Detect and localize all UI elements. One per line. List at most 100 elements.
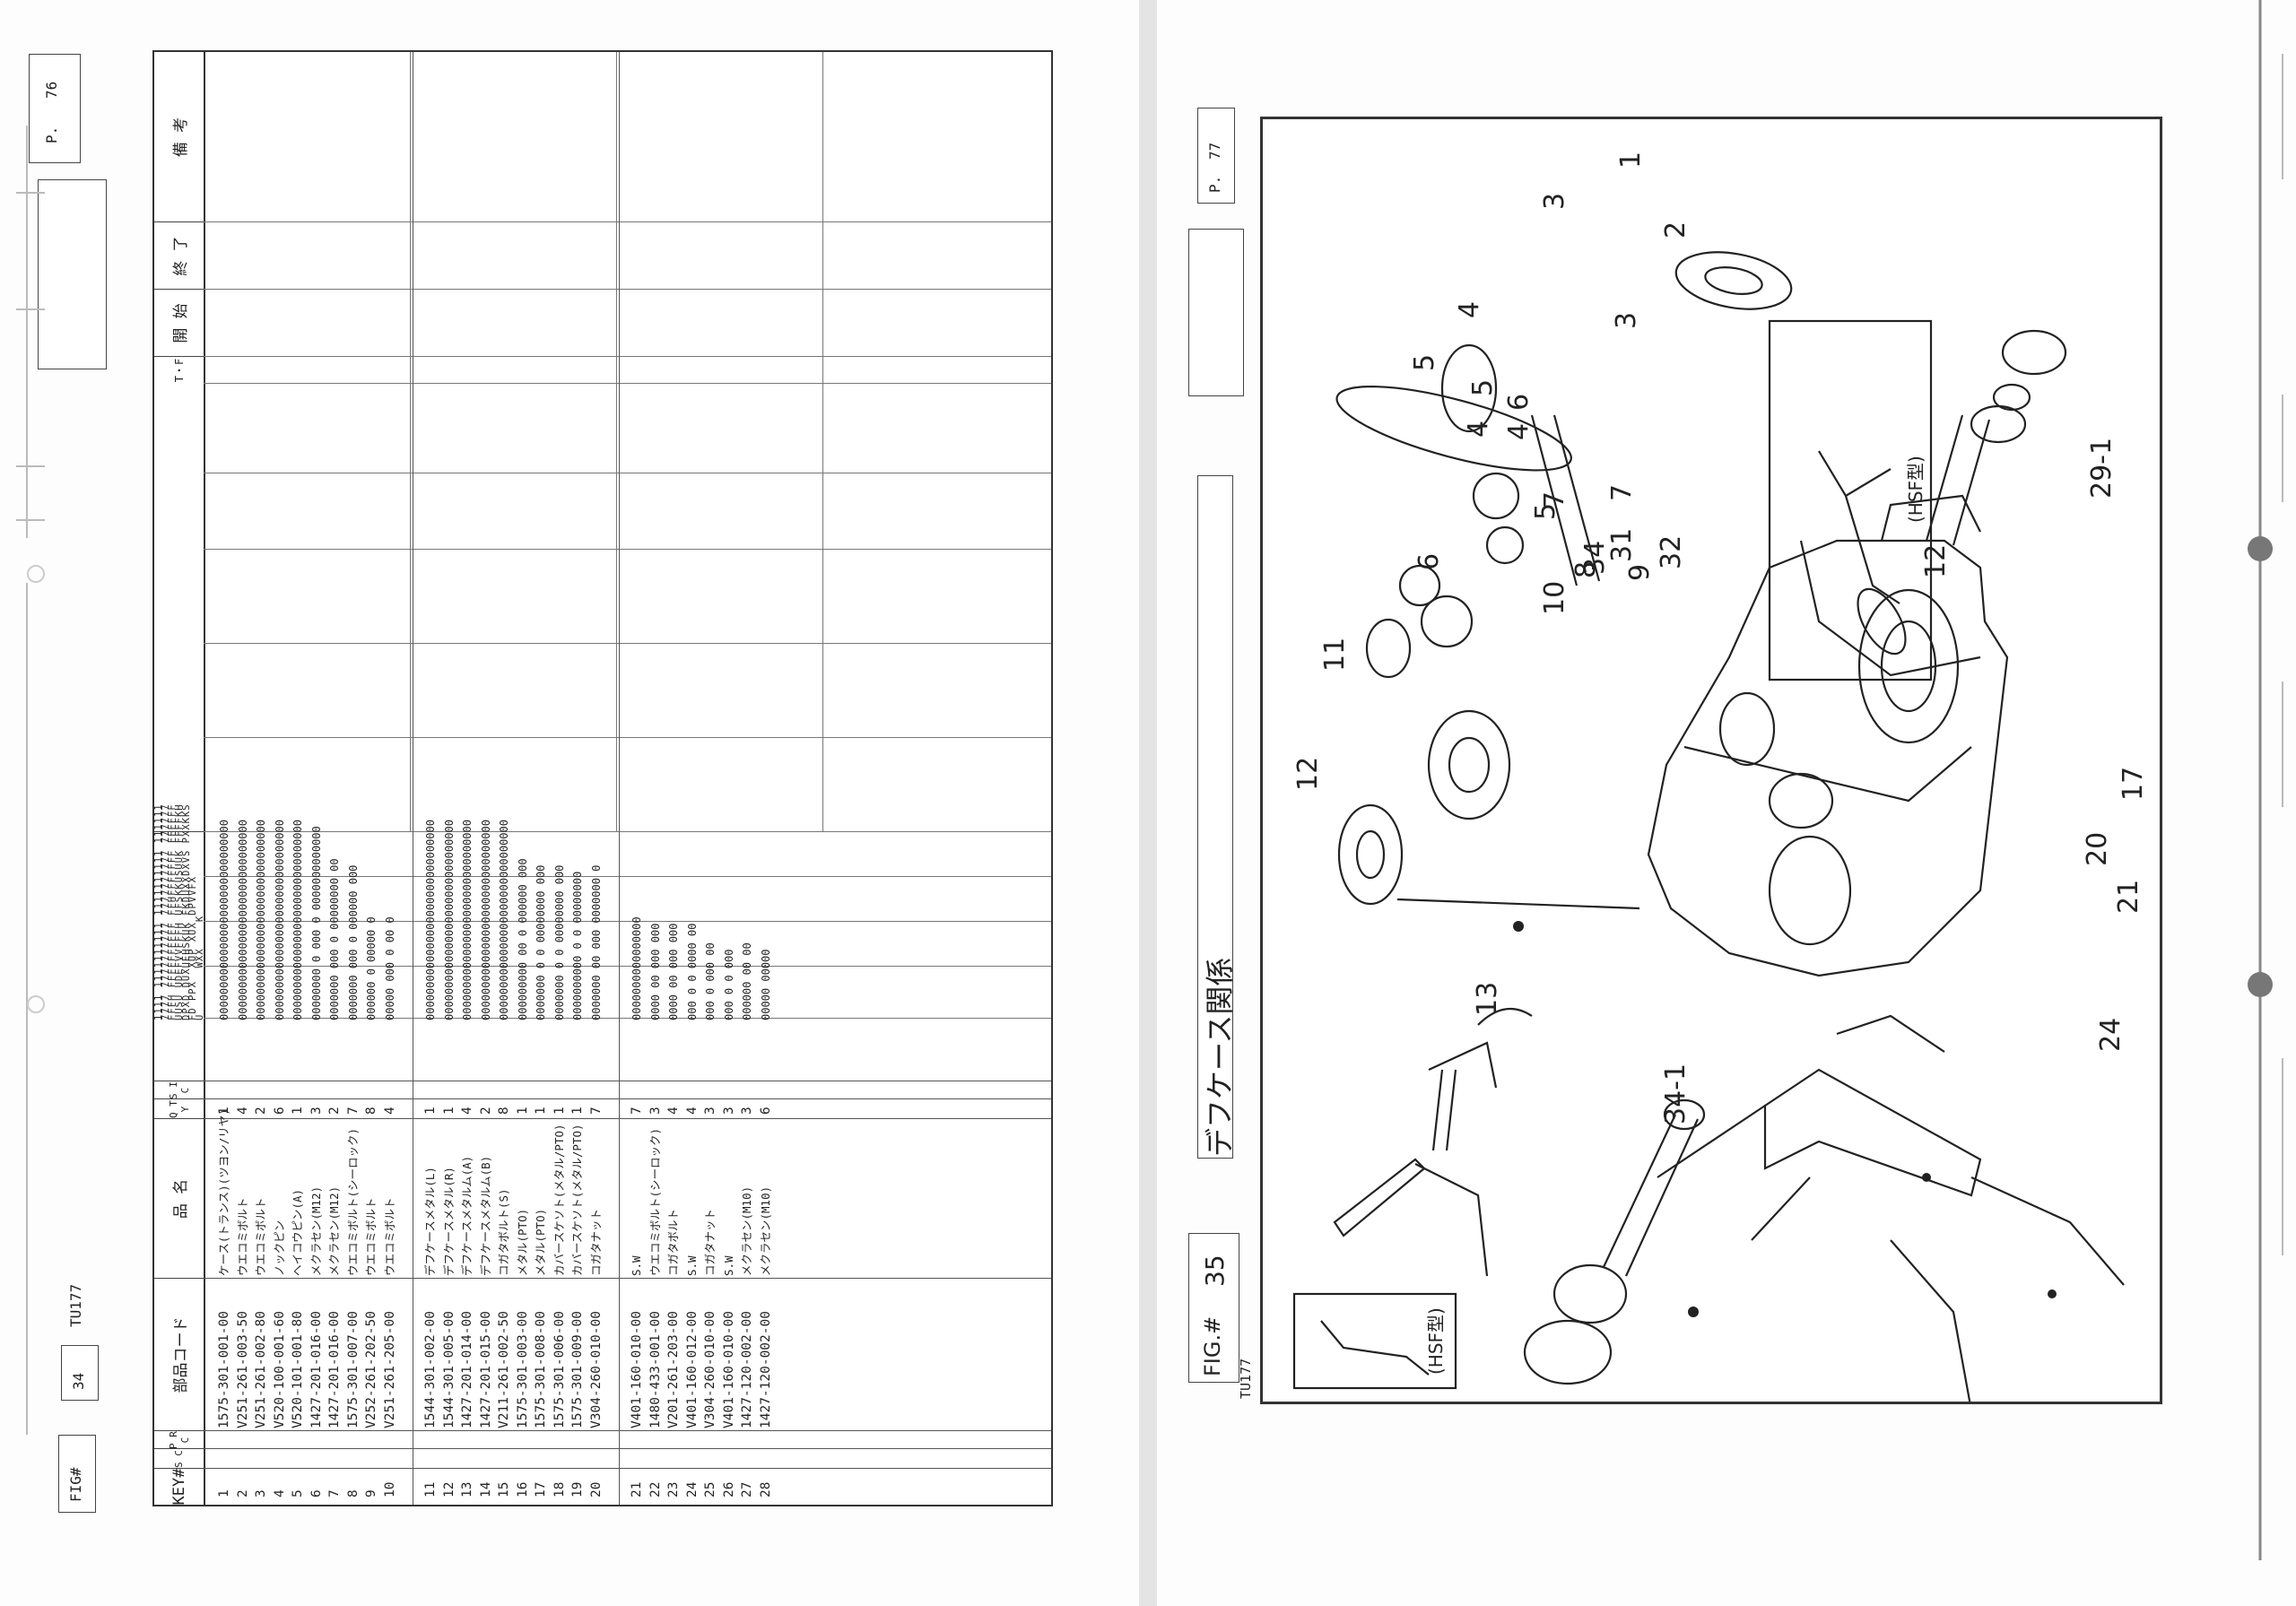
name-cell: ウエコミボルト <box>235 1197 249 1276</box>
key-cell: 15 <box>497 1481 511 1497</box>
qty-cell: 7 <box>588 1107 604 1115</box>
qty-cell: 3 <box>721 1107 736 1115</box>
callout-number: 4 <box>1503 423 1535 440</box>
name-cell: コガタナット <box>588 1208 603 1276</box>
name-cell: ケース(トランス)(ツヨン/リヤ) <box>217 1108 230 1276</box>
name-cell: カバースケソト(メタル/PTO) <box>552 1124 566 1276</box>
qty-cell: 1 <box>423 1107 438 1115</box>
model-marks-cell: 00000 00000 <box>759 949 772 1020</box>
model-marks-cell: 000000 00 00 <box>741 942 753 1020</box>
qty-cell: 3 <box>740 1107 754 1115</box>
qty-cell: 6 <box>758 1107 773 1115</box>
exploded-diagram: 1233444555667789101112121314151616171718… <box>1292 152 2149 1402</box>
model-marks-cell: 000 0 000 00 <box>704 942 717 1020</box>
callout-number: 24 <box>2095 1018 2126 1052</box>
transmission-case <box>1647 539 2009 977</box>
key-cell: 26 <box>721 1481 736 1497</box>
name-cell: ウエコミボルト <box>254 1197 267 1276</box>
model-marks-cell: 0000000 0 0 00000000 000 <box>552 864 566 1020</box>
header-prc: P R C <box>154 1430 204 1449</box>
model-marks-cell: 0000000 000 0 000000 000 <box>346 864 360 1020</box>
name-cell: コガタボルト <box>666 1208 680 1276</box>
header-qty: Q T Y <box>154 1098 204 1119</box>
ring-gear <box>1335 386 1572 472</box>
callout-number: 7 <box>1539 491 1570 508</box>
key-cell: 13 <box>460 1481 474 1497</box>
group-divider <box>619 52 620 1505</box>
exploded-diagram-frame: 1233444555667789101112121314151616171718… <box>1260 117 2162 1404</box>
code-cell: V211-261-002-50 <box>497 1311 511 1428</box>
code-cell: 1427-120-002-00 <box>740 1311 754 1428</box>
callout-numbers: 1233444555667789101112121314151616171718… <box>1292 152 2149 1124</box>
key-cell: 17 <box>534 1481 548 1497</box>
callout-number: 17 <box>2118 767 2149 801</box>
callout-number: 34 <box>1579 541 1611 575</box>
bearing-12 <box>1674 251 1793 310</box>
code-cell: 1427-201-014-00 <box>460 1311 474 1428</box>
code-cell: V401-160-010-00 <box>630 1311 644 1428</box>
pedal-arm <box>1763 1068 1982 1197</box>
callout-number: 4 <box>1454 301 1485 318</box>
callout-number: 5 <box>1467 379 1499 396</box>
hsf-inset-bottom <box>1292 1292 1457 1390</box>
model-marks-cell: 0000000 00 000 0000000 0 <box>589 864 603 1020</box>
book-gutter <box>1139 0 1157 1606</box>
code-cell: 1575-301-007-00 <box>345 1311 361 1428</box>
callout-number: 1 <box>1615 152 1647 169</box>
name-cell: デフケースメタルム(B) <box>478 1155 492 1276</box>
name-cell: メタル(PTO) <box>534 1208 547 1276</box>
code-cell: 1480-433-001-00 <box>648 1311 663 1428</box>
fig-number-box <box>61 1345 99 1401</box>
model-marks-cell: 0000000000000000000000000000000 <box>461 820 474 1020</box>
model-marks-cell: 0000000000000000000000000000000 <box>424 820 437 1020</box>
name-cell: デフケースメタル(L) <box>423 1167 437 1276</box>
model-marks-cell: 0000000000 0 0 00000000 <box>571 871 584 1020</box>
key-cell: 20 <box>588 1481 604 1497</box>
callout-number: 7 <box>1606 484 1638 501</box>
code-cell: V201-261-203-00 <box>666 1311 681 1428</box>
key-cell: 28 <box>758 1481 773 1497</box>
callout-number: 10 <box>1539 581 1570 615</box>
model-code-header-row: U WXX K <box>195 915 206 1020</box>
name-cell: コガタナット <box>703 1208 717 1276</box>
header-code: 部品コード <box>154 1278 204 1431</box>
model-label: TU177 <box>67 1283 84 1327</box>
qty-cell: 4 <box>666 1107 681 1115</box>
model-marks-cell: 0000000 000 0 00000000 00 <box>328 858 341 1020</box>
callout-number: 31 <box>1606 528 1638 562</box>
callout-number: 29-1 <box>2086 438 2118 499</box>
key-cell: 24 <box>684 1481 700 1497</box>
key-cell: 8 <box>345 1489 361 1497</box>
title-box <box>1197 475 1233 1159</box>
key-cell: 14 <box>478 1481 493 1497</box>
parts-table: KEY# S C P R C 部品コード 品 名 Q T Y S I C T・F… <box>152 50 1053 1506</box>
model-marks-cell: 0000000000000000000000000000000 <box>291 820 304 1020</box>
callout-number: 4 <box>1463 421 1494 438</box>
binding-marks <box>2248 0 2283 1560</box>
header-end: 終 了 <box>154 221 204 290</box>
qty-cell: 2 <box>478 1107 493 1115</box>
header-tf: T・F <box>154 356 204 384</box>
name-cell: デフケースメタル(R) <box>441 1167 456 1276</box>
callout-number: 13 <box>1472 982 1503 1016</box>
name-cell: メタル(PTO) <box>515 1208 529 1276</box>
page-number-box <box>29 54 81 163</box>
name-cell: ノックピン <box>272 1220 286 1276</box>
name-cell: デフケースメタルム(A) <box>460 1155 474 1276</box>
name-cell: ウエコミボルト(シーロック) <box>345 1127 360 1276</box>
key-cell: 12 <box>441 1481 457 1497</box>
code-cell: V251-261-205-00 <box>382 1311 397 1428</box>
header-sic: S I C <box>154 1081 204 1099</box>
code-cell: 1575-301-006-00 <box>552 1311 567 1428</box>
